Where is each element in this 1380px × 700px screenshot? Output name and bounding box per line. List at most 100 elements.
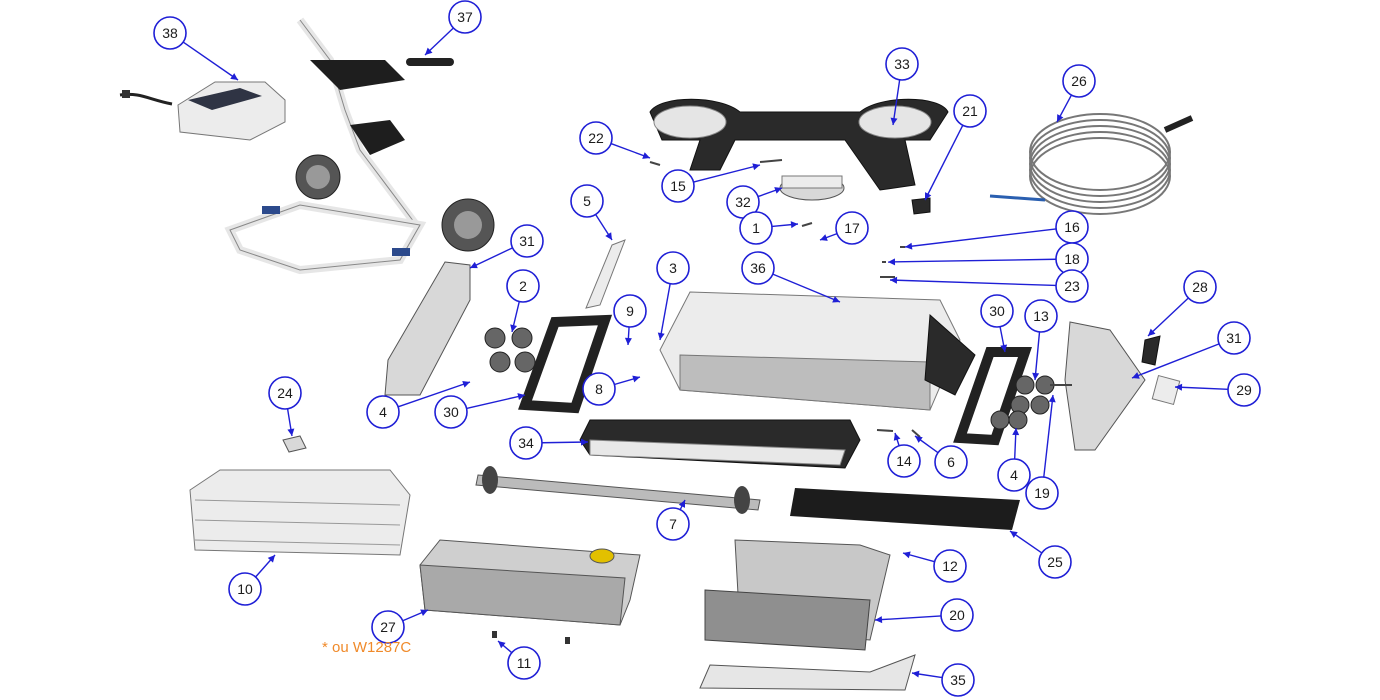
callout-1: 1 bbox=[739, 211, 799, 245]
callout-arrowhead bbox=[267, 555, 275, 563]
callout-leader-line bbox=[541, 441, 589, 444]
callout-circle bbox=[570, 184, 604, 218]
callout-arrowhead bbox=[774, 187, 782, 194]
callout-30: 30 bbox=[980, 294, 1014, 353]
callout-11: 11 bbox=[497, 640, 541, 680]
callout-9: 9 bbox=[613, 294, 647, 346]
motor-cap-part bbox=[779, 175, 845, 201]
callout-35: 35 bbox=[911, 663, 975, 697]
track-left-part bbox=[518, 314, 613, 414]
callout-12: 12 bbox=[902, 549, 967, 583]
robot-body-part bbox=[659, 291, 976, 411]
callout-17: 17 bbox=[819, 211, 869, 245]
callout-arrowhead bbox=[893, 433, 901, 441]
callout-arrowhead bbox=[903, 551, 911, 559]
callout-arrowhead bbox=[1048, 395, 1056, 403]
callout-circle bbox=[656, 251, 690, 285]
callout-arrowhead bbox=[1012, 428, 1020, 436]
callout-arrowhead bbox=[1010, 531, 1018, 538]
callout-circle bbox=[268, 376, 302, 410]
belt-part bbox=[585, 239, 626, 309]
callout-leader-line bbox=[397, 381, 471, 408]
callout-27: 27 bbox=[371, 609, 429, 644]
callout-14: 14 bbox=[887, 432, 921, 478]
callout-leader-line bbox=[466, 394, 526, 410]
callout-25: 25 bbox=[1009, 530, 1072, 579]
callout-arrowhead bbox=[425, 47, 433, 55]
callout-arrowhead bbox=[230, 73, 238, 80]
callout-circle bbox=[366, 395, 400, 429]
filter-frame-part bbox=[699, 539, 916, 691]
callout-circle bbox=[1183, 270, 1217, 304]
callout-13: 13 bbox=[1024, 299, 1058, 381]
callout-3: 3 bbox=[656, 251, 690, 341]
callout-leader-line bbox=[1174, 386, 1229, 391]
callout-circle bbox=[1024, 299, 1058, 333]
callout-arrowhead bbox=[462, 380, 470, 388]
callout-arrowhead bbox=[925, 192, 932, 200]
wheels-left-part bbox=[484, 327, 536, 373]
callout-number: 30 bbox=[989, 303, 1005, 319]
filter-clip-part bbox=[1151, 374, 1181, 406]
callout-33: 33 bbox=[885, 47, 919, 126]
callout-number: 16 bbox=[1064, 219, 1080, 235]
callout-8: 8 bbox=[582, 372, 641, 406]
callout-number: 21 bbox=[962, 103, 978, 119]
callout-arrowhead bbox=[470, 261, 478, 269]
callout-number: 5 bbox=[583, 193, 591, 209]
callout-5: 5 bbox=[570, 184, 613, 241]
callout-7: 7 bbox=[656, 499, 690, 541]
callout-circle bbox=[509, 426, 543, 460]
brush-part bbox=[790, 488, 1020, 530]
callout-arrowhead bbox=[287, 428, 295, 436]
callout-number: 23 bbox=[1064, 278, 1080, 294]
callout-number: 3 bbox=[669, 260, 677, 276]
callout-circle bbox=[661, 169, 695, 203]
callout-37: 37 bbox=[424, 0, 482, 56]
callout-circle bbox=[1055, 269, 1089, 303]
callout-31: 31 bbox=[1131, 321, 1251, 379]
callout-10: 10 bbox=[228, 554, 276, 606]
callout-number: 18 bbox=[1064, 251, 1080, 267]
callout-number: 19 bbox=[1034, 485, 1050, 501]
callout-circle bbox=[835, 211, 869, 245]
callout-number: 30 bbox=[443, 404, 459, 420]
callout-22: 22 bbox=[579, 121, 651, 159]
callout-circle bbox=[934, 445, 968, 479]
callout-arrowhead bbox=[420, 609, 428, 616]
floating-cable-part bbox=[989, 113, 1194, 215]
washer-part bbox=[282, 435, 307, 453]
callout-leader-line bbox=[904, 228, 1057, 248]
callout-number: 9 bbox=[626, 303, 634, 319]
callout-leader-line bbox=[1131, 343, 1220, 379]
callout-38: 38 bbox=[153, 16, 239, 81]
callout-number: 37 bbox=[457, 9, 473, 25]
callout-arrowhead bbox=[642, 152, 650, 159]
pins-part bbox=[649, 159, 1072, 438]
callout-29: 29 bbox=[1174, 373, 1261, 407]
callout-arrowhead bbox=[1148, 328, 1156, 336]
callout-15: 15 bbox=[661, 163, 761, 203]
callout-arrowhead bbox=[832, 296, 840, 303]
callout-circle bbox=[953, 94, 987, 128]
cover-part bbox=[1141, 335, 1161, 366]
callout-arrowhead bbox=[678, 500, 685, 508]
wheels-right-part bbox=[990, 375, 1055, 430]
callout-number: 7 bbox=[669, 516, 677, 532]
callout-number: 31 bbox=[1226, 330, 1242, 346]
parts-illustration bbox=[119, 17, 1194, 691]
callout-circle bbox=[228, 572, 262, 606]
screws-part bbox=[492, 631, 570, 644]
callout-circle bbox=[582, 372, 616, 406]
callout-23: 23 bbox=[889, 269, 1089, 303]
callout-number: 6 bbox=[947, 454, 955, 470]
callout-arrowhead bbox=[888, 258, 896, 266]
callout-arrowhead bbox=[1032, 372, 1040, 380]
callout-leader-line bbox=[889, 279, 1057, 287]
callout-21: 21 bbox=[924, 94, 987, 201]
callout-number: 13 bbox=[1033, 308, 1049, 324]
callout-leader-line bbox=[1034, 331, 1041, 381]
callout-number: 22 bbox=[588, 130, 604, 146]
